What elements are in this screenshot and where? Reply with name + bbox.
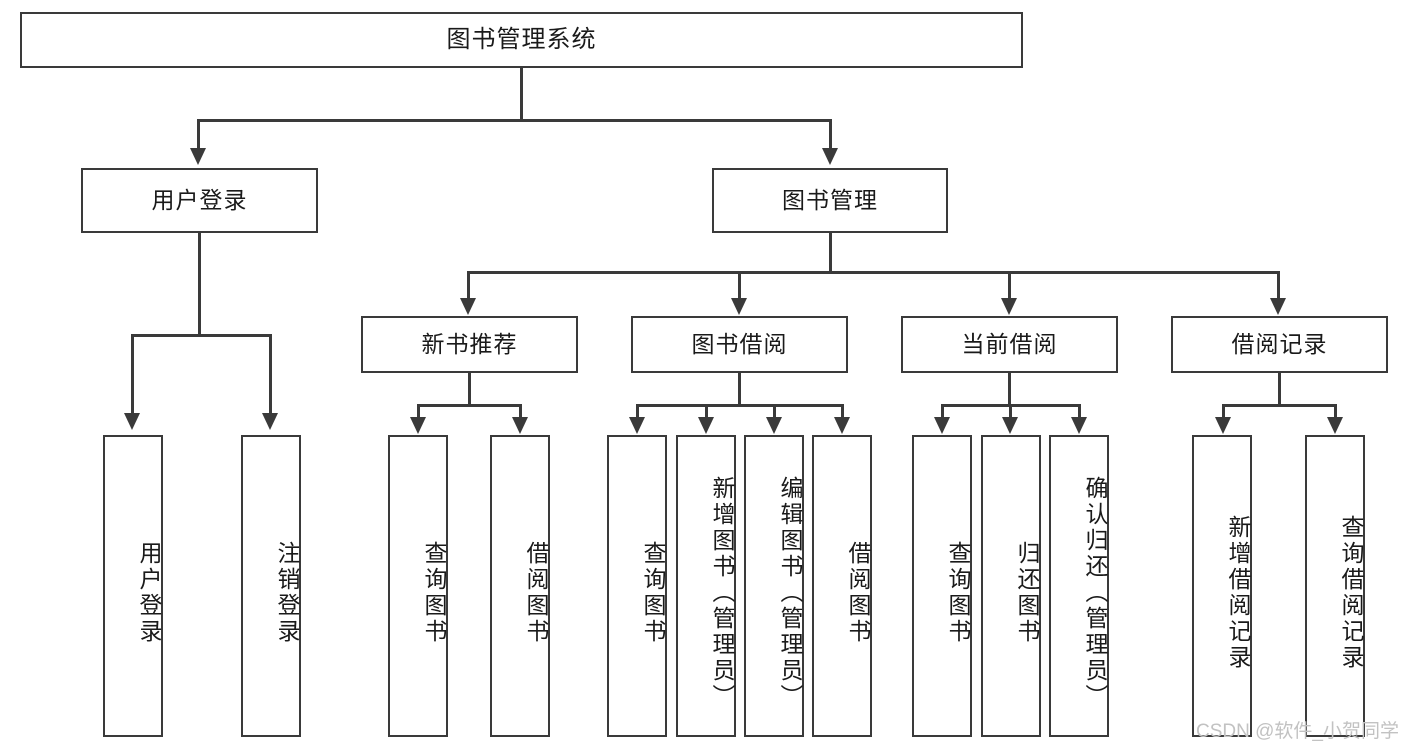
connector-root-stem xyxy=(520,68,523,120)
leaf-user-login-signout[interactable]: 注销登录 xyxy=(241,435,301,737)
connector-new-book-leaf-1 xyxy=(417,404,420,418)
node-label: 借阅图书 xyxy=(523,541,549,645)
arrowhead-current-borrow-leaf-2 xyxy=(1002,417,1018,434)
connector-user-login-to-leaf-2 xyxy=(269,334,272,414)
node-label: 新增图书（管理员） xyxy=(709,476,735,710)
connector-bm-to-new-book xyxy=(467,271,470,299)
connector-current-borrow-leaf-1 xyxy=(941,404,944,418)
leaf-current-borrow-return[interactable]: 归还图书 xyxy=(981,435,1041,737)
connector-current-borrow-leaf-3 xyxy=(1078,404,1081,418)
node-user-login[interactable]: 用户登录 xyxy=(81,168,318,233)
arrowhead-user-login-leaf-2 xyxy=(262,413,278,430)
arrowhead-book-borrow-leaf-1 xyxy=(629,417,645,434)
node-label: 新书推荐 xyxy=(421,330,518,357)
node-label: 借阅图书 xyxy=(845,541,871,645)
leaf-book-borrow-lend[interactable]: 借阅图书 xyxy=(812,435,872,737)
connector-book-borrow-bus xyxy=(636,404,843,407)
connector-book-borrow-leaf-3 xyxy=(773,404,776,418)
node-label: 查询图书 xyxy=(640,541,666,645)
leaf-borrow-record-add[interactable]: 新增借阅记录 xyxy=(1192,435,1252,737)
node-label: 注销登录 xyxy=(274,541,300,645)
arrowhead-bm-book-borrow xyxy=(731,298,747,315)
node-label: 查询图书 xyxy=(945,541,971,645)
node-label: 查询借阅记录 xyxy=(1338,515,1364,671)
node-label: 查询图书 xyxy=(421,541,447,645)
node-book-borrow[interactable]: 图书借阅 xyxy=(631,316,848,373)
leaf-book-borrow-edit[interactable]: 编辑图书（管理员） xyxy=(744,435,804,737)
leaf-book-borrow-query[interactable]: 查询图书 xyxy=(607,435,667,737)
node-label: 借阅记录 xyxy=(1231,330,1328,357)
connector-borrow-record-leaf-1 xyxy=(1222,404,1225,418)
connector-book-borrow-stem xyxy=(738,373,741,406)
node-new-book-recommend[interactable]: 新书推荐 xyxy=(361,316,578,373)
leaf-book-borrow-add[interactable]: 新增图书（管理员） xyxy=(676,435,736,737)
connector-bm-to-borrow-record xyxy=(1277,271,1280,299)
node-label: 确认归还（管理员） xyxy=(1082,476,1108,710)
leaf-current-borrow-query[interactable]: 查询图书 xyxy=(912,435,972,737)
connector-current-borrow-stem xyxy=(1008,373,1011,406)
node-label: 用户登录 xyxy=(151,186,248,213)
arrowhead-user-login-leaf-1 xyxy=(124,413,140,430)
connector-new-book-leaf-2 xyxy=(519,404,522,418)
arrowhead-root-to-user-login xyxy=(190,148,206,165)
node-book-management[interactable]: 图书管理 xyxy=(712,168,948,233)
csdn-watermark: CSDN @软件_小贺同学 xyxy=(1196,721,1399,742)
connector-user-login-stem xyxy=(198,233,201,336)
connector-bm-to-book-borrow xyxy=(738,271,741,299)
leaf-current-borrow-confirm[interactable]: 确认归还（管理员） xyxy=(1049,435,1109,737)
arrowhead-book-borrow-leaf-2 xyxy=(698,417,714,434)
connector-book-management-bus xyxy=(467,271,1279,274)
node-current-borrow[interactable]: 当前借阅 xyxy=(901,316,1118,373)
connector-new-book-bus xyxy=(417,404,521,407)
arrowhead-bm-borrow-record xyxy=(1270,298,1286,315)
leaf-user-login-signin[interactable]: 用户登录 xyxy=(103,435,163,737)
node-label: 当前借阅 xyxy=(961,330,1058,357)
connector-user-login-bus xyxy=(131,334,271,337)
arrowhead-bm-new-book xyxy=(460,298,476,315)
arrowhead-borrow-record-leaf-1 xyxy=(1215,417,1231,434)
connector-root-to-book-manage xyxy=(829,119,832,149)
arrowhead-book-borrow-leaf-4 xyxy=(834,417,850,434)
connector-bm-to-current-borrow xyxy=(1008,271,1011,299)
node-label: 图书借阅 xyxy=(691,330,788,357)
node-label: 编辑图书（管理员） xyxy=(777,476,803,710)
arrowhead-bm-current-borrow xyxy=(1001,298,1017,315)
connector-borrow-record-stem xyxy=(1278,373,1281,406)
connector-borrow-record-leaf-2 xyxy=(1334,404,1337,418)
node-label: 新增借阅记录 xyxy=(1225,515,1251,671)
arrowhead-root-to-book-manage xyxy=(822,148,838,165)
connector-book-borrow-leaf-1 xyxy=(636,404,639,418)
leaf-new-book-borrow[interactable]: 借阅图书 xyxy=(490,435,550,737)
connector-user-login-to-leaf-1 xyxy=(131,334,134,414)
arrowhead-new-book-leaf-2 xyxy=(512,417,528,434)
connector-book-borrow-leaf-2 xyxy=(705,404,708,418)
connector-book-management-stem xyxy=(829,233,832,273)
arrowhead-new-book-leaf-1 xyxy=(410,417,426,434)
leaf-new-book-query[interactable]: 查询图书 xyxy=(388,435,448,737)
node-label: 用户登录 xyxy=(136,541,162,645)
node-label: 图书管理 xyxy=(782,186,878,213)
connector-borrow-record-bus xyxy=(1222,404,1336,407)
connector-root-bus xyxy=(197,119,831,122)
arrowhead-current-borrow-leaf-1 xyxy=(934,417,950,434)
leaf-borrow-record-query[interactable]: 查询借阅记录 xyxy=(1305,435,1365,737)
connector-new-book-stem xyxy=(468,373,471,406)
arrowhead-book-borrow-leaf-3 xyxy=(766,417,782,434)
connector-root-to-user-login xyxy=(197,119,200,149)
node-root-system[interactable]: 图书管理系统 xyxy=(20,12,1023,68)
node-borrow-record[interactable]: 借阅记录 xyxy=(1171,316,1388,373)
arrowhead-current-borrow-leaf-3 xyxy=(1071,417,1087,434)
node-label: 图书管理系统 xyxy=(446,25,597,53)
node-label: 归还图书 xyxy=(1014,541,1040,645)
arrowhead-borrow-record-leaf-2 xyxy=(1327,417,1343,434)
connector-current-borrow-leaf-2 xyxy=(1009,404,1012,418)
connector-book-borrow-leaf-4 xyxy=(841,404,844,418)
